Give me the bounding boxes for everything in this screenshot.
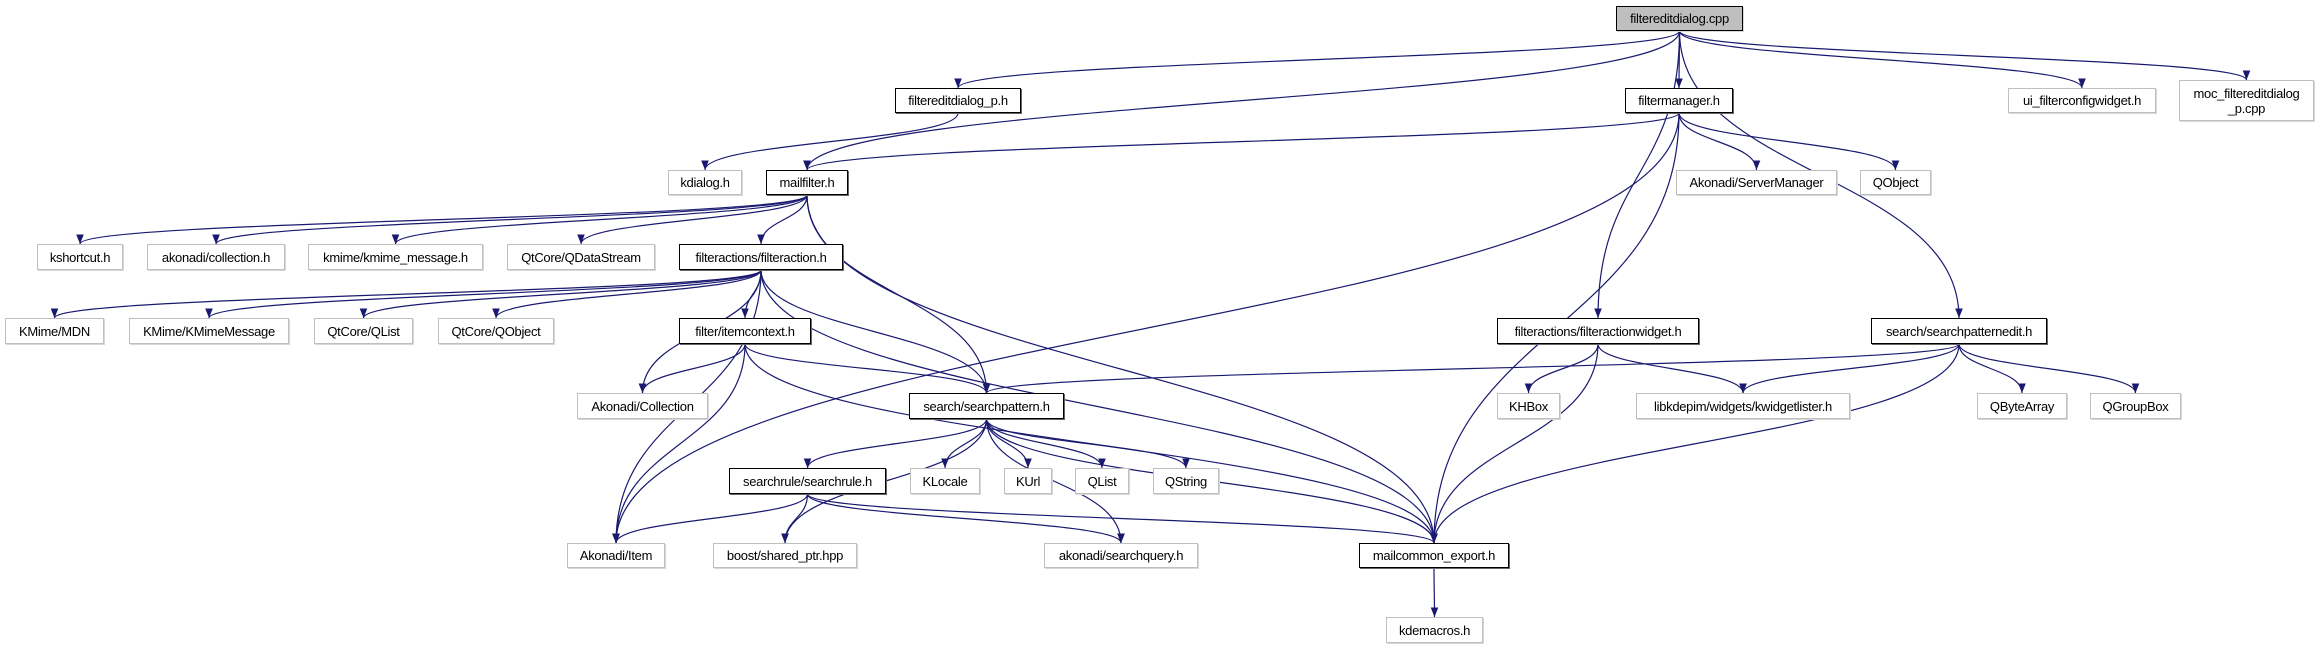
edge-srule-to-akitem	[612, 493, 809, 544]
node-spattern[interactable]: search/searchpattern.h	[909, 393, 1064, 419]
node-akcoll[interactable]: Akonadi/Collection	[577, 393, 708, 419]
edge-itemctx-to-akcoll	[638, 343, 746, 394]
node-klocale[interactable]: KLocale	[910, 468, 980, 494]
edge-faction-to-spattern	[760, 269, 991, 394]
node-qlist[interactable]: QList	[1075, 468, 1129, 494]
edge-root-to-mailfilter	[803, 30, 1681, 171]
edge-spedit-to-qbytearray	[1958, 343, 2026, 394]
edge-root-to-moc	[1678, 30, 2251, 81]
node-itemctx[interactable]: filter/itemcontext.h	[679, 318, 811, 344]
node-moc[interactable]: moc_filtereditdialog _p.cpp	[2179, 80, 2314, 121]
edge-fmgr-to-mailfilter	[803, 112, 1680, 171]
edge-spedit-to-spattern	[983, 343, 1960, 394]
edge-itemctx-to-spattern	[744, 343, 991, 394]
node-akitem[interactable]: Akonadi/Item	[567, 543, 665, 568]
node-boost[interactable]: boost/shared_ptr.hpp	[713, 543, 857, 568]
node-servermgr[interactable]: Akonadi/ServerManager	[1676, 170, 1837, 195]
node-root[interactable]: filtereditdialog.cpp	[1616, 6, 1743, 31]
edge-fedp-to-kdialog	[701, 112, 959, 171]
edge-itemctx-to-akitem	[612, 343, 746, 544]
edge-faction-to-kmimemessage	[205, 269, 762, 319]
node-qtqlist[interactable]: QtCore/QList	[314, 318, 413, 344]
node-mailfilter[interactable]: mailfilter.h	[766, 170, 848, 195]
edge-root-to-fedp	[954, 30, 1681, 89]
edge-fawidget-to-kwlister	[1597, 343, 1747, 394]
edge-fawidget-to-khbox	[1524, 343, 1599, 394]
edge-spedit-to-qgroupbox	[1958, 343, 2140, 394]
node-khbox[interactable]: KHBox	[1497, 393, 1560, 419]
edge-faction-to-itemctx	[741, 269, 762, 319]
node-faction[interactable]: filteractions/filteraction.h	[679, 244, 843, 270]
node-kshortcut[interactable]: kshortcut.h	[37, 244, 123, 270]
edge-mailfilter-to-faction	[757, 194, 808, 245]
edge-spattern-to-srule	[803, 418, 988, 469]
node-kdialog[interactable]: kdialog.h	[668, 170, 742, 195]
node-kurl[interactable]: KUrl	[1004, 468, 1052, 494]
node-mdn[interactable]: KMime/MDN	[5, 318, 104, 344]
node-kmimemsg[interactable]: kmime/kmime_message.h	[308, 244, 483, 270]
edge-spattern-to-qlist	[985, 418, 1106, 469]
edge-mailfilter-to-qdatastream	[577, 194, 808, 245]
edge-faction-to-qtqlist	[359, 269, 762, 319]
edge-mailfilter-to-mcexport	[806, 194, 1438, 544]
edge-spattern-to-squery	[985, 418, 1125, 544]
edge-srule-to-mcexport	[806, 493, 1438, 544]
edge-spedit-to-mcexport	[1430, 343, 1960, 544]
edge-faction-to-mdn	[50, 269, 762, 319]
node-kmimemessage[interactable]: KMime/KMimeMessage	[129, 318, 289, 344]
node-srule[interactable]: searchrule/searchrule.h	[729, 468, 886, 494]
edge-srule-to-boost	[781, 493, 809, 544]
edge-mailfilter-to-kmimemsg	[391, 194, 808, 245]
edge-fmgr-to-qobject	[1678, 112, 1900, 171]
edge-spattern-to-qstring	[985, 418, 1190, 469]
edge-fmgr-to-servermgr	[1678, 112, 1761, 171]
edge-fmgr-to-akitem	[612, 112, 1680, 544]
edge-mailfilter-to-akcollh	[212, 194, 808, 245]
node-kdemacros[interactable]: kdemacros.h	[1386, 617, 1483, 643]
node-uifc[interactable]: ui_filterconfigwidget.h	[2008, 88, 2156, 113]
node-spedit[interactable]: search/searchpatternedit.h	[1871, 318, 2047, 344]
edge-root-to-fawidget	[1594, 30, 1681, 319]
node-kwlister[interactable]: libkdepim/widgets/kwidgetlister.h	[1636, 393, 1850, 419]
node-qdatastream[interactable]: QtCore/QDataStream	[507, 244, 655, 270]
node-fmgr[interactable]: filtermanager.h	[1625, 88, 1733, 113]
node-qobject[interactable]: QObject	[1860, 170, 1931, 195]
edge-spedit-to-kwlister	[1739, 343, 1960, 394]
node-fawidget[interactable]: filteractions/filteractionwidget.h	[1497, 318, 1699, 344]
edge-faction-to-mcexport	[760, 269, 1438, 544]
edge-faction-to-qtqobject	[492, 269, 762, 319]
node-qstring[interactable]: QString	[1153, 468, 1219, 494]
node-squery[interactable]: akonadi/searchquery.h	[1044, 543, 1198, 568]
edge-root-to-uifc	[1678, 30, 2086, 89]
node-qgroupbox[interactable]: QGroupBox	[2090, 393, 2181, 419]
edge-mailfilter-to-kshortcut	[76, 194, 808, 245]
node-qbytearray[interactable]: QByteArray	[1977, 393, 2067, 419]
node-qtqobject[interactable]: QtCore/QObject	[438, 318, 554, 344]
edge-fawidget-to-mcexport	[1430, 343, 1599, 544]
node-fedp[interactable]: filtereditdialog_p.h	[895, 88, 1021, 113]
node-mcexport[interactable]: mailcommon_export.h	[1359, 543, 1509, 568]
edge-srule-to-squery	[806, 493, 1125, 544]
edge-mcexport-to-kdemacros	[1430, 567, 1439, 618]
node-akcollh[interactable]: akonadi/collection.h	[147, 244, 285, 270]
